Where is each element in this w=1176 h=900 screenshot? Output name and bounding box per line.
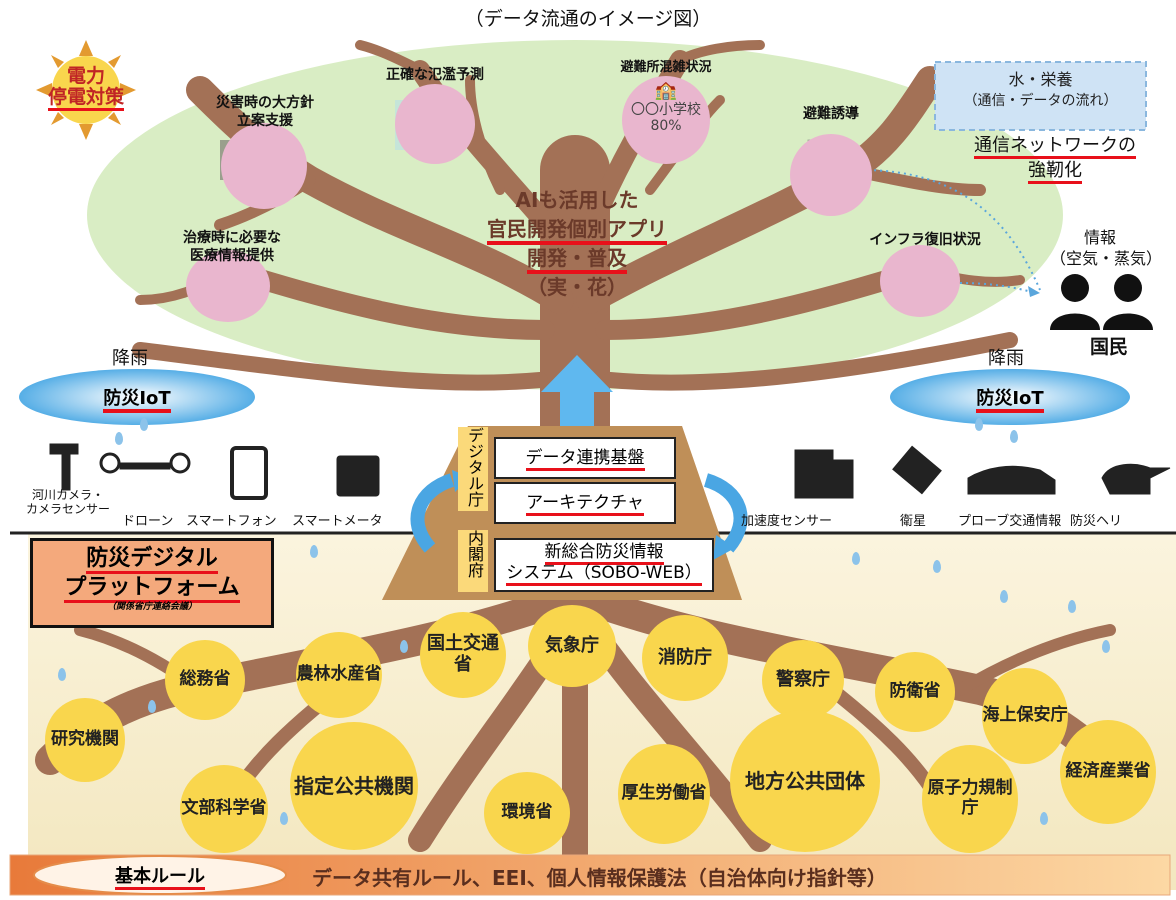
agency-nra: 原子力規制庁 bbox=[922, 745, 1018, 853]
disaster-policy-label: 災害時の大方針立案支援 bbox=[216, 95, 314, 130]
network-label: 通信ネットワークの 強靭化 bbox=[950, 133, 1160, 185]
power-label: 電力 停電対策 bbox=[46, 66, 126, 111]
raindrop bbox=[140, 418, 148, 431]
device-smartphone: スマートフォン bbox=[186, 514, 277, 529]
iot-label-left: 防災IoT bbox=[20, 384, 254, 413]
bubble-shelter-congestion bbox=[622, 76, 710, 164]
device-accelerometer: 加速度センサー bbox=[741, 514, 833, 529]
cabinet-office-tag: 内閣府 bbox=[458, 530, 488, 592]
water-box: 水・栄養 （通信・データの流れ） bbox=[963, 70, 1118, 109]
agency-mhlw: 厚生労働省 bbox=[618, 744, 710, 844]
agency-jcg: 海上保安庁 bbox=[982, 668, 1068, 764]
raindrop bbox=[115, 432, 123, 445]
agency-mic: 総務省 bbox=[165, 640, 245, 720]
raindrop bbox=[1068, 600, 1076, 613]
evacuation-guidance-label: 避難誘導 bbox=[803, 106, 859, 122]
raindrop bbox=[933, 560, 941, 573]
shelter-info: 🏫 〇〇小学校 80% bbox=[622, 80, 710, 135]
agency-jma: 気象庁 bbox=[528, 605, 616, 687]
agency-meti: 経済産業省 bbox=[1060, 720, 1156, 824]
medical-info-label: 治療時に必要な医療情報提供 bbox=[183, 230, 281, 265]
agency-mlit: 国土交通省 bbox=[420, 612, 506, 698]
flood-forecast-label: 正確な氾濫予測 bbox=[386, 67, 484, 83]
agency-designated-public: 指定公共機関 bbox=[290, 722, 418, 850]
device-river-camera: 河川カメラ・カメラセンサー bbox=[25, 488, 110, 517]
raindrop bbox=[148, 700, 156, 713]
device-smart-meter: スマートメータ bbox=[292, 514, 383, 529]
raindrop bbox=[1010, 430, 1018, 443]
raindrop bbox=[1102, 640, 1110, 653]
device-disaster-helicopter: 防災ヘリ bbox=[1070, 514, 1123, 529]
raindrop bbox=[975, 418, 983, 431]
raindrop bbox=[58, 668, 66, 681]
device-satellite: 衛星 bbox=[900, 514, 927, 529]
device-drone: ドローン bbox=[122, 514, 174, 529]
basic-rules-label: 基本ルール bbox=[40, 862, 280, 890]
school-icon: 🏫 bbox=[654, 80, 678, 101]
bubble-evacuation-guidance bbox=[790, 134, 872, 216]
agency-moe: 環境省 bbox=[484, 772, 570, 854]
raindrop bbox=[1000, 590, 1008, 603]
data-integration-platform: データ連携基盤 bbox=[494, 437, 676, 479]
rain-label-left: 降雨 bbox=[112, 348, 148, 369]
iot-label-right: 防災IoT bbox=[890, 384, 1130, 413]
bubble-disaster-policy bbox=[221, 123, 307, 209]
infra-recovery-label: インフラ復旧状況 bbox=[869, 232, 981, 248]
citizens-label: 国民 bbox=[1090, 336, 1129, 358]
agency-maff: 農林水産省 bbox=[296, 632, 382, 718]
raindrop bbox=[310, 545, 318, 558]
digital-agency-tag: デジタル庁 bbox=[458, 427, 488, 511]
raindrop bbox=[1040, 812, 1048, 825]
raindrop bbox=[852, 552, 860, 565]
shelter-congestion-label: 避難所混雑状況 bbox=[620, 60, 712, 75]
raindrop bbox=[400, 640, 408, 653]
raindrop bbox=[280, 812, 288, 825]
center-app-text: AIも活用した 官民開発個別アプリ 開発・普及 （実・花） bbox=[487, 188, 667, 299]
bubble-medical-info bbox=[186, 250, 270, 322]
info-label: 情報（空気・蒸気） bbox=[1050, 228, 1163, 268]
agency-local-government: 地方公共団体 bbox=[730, 710, 880, 852]
rain-label-right: 降雨 bbox=[988, 348, 1024, 369]
agency-mod: 防衛省 bbox=[875, 652, 955, 732]
agency-research: 研究機関 bbox=[45, 698, 125, 782]
basic-rules-text: データ共有ルール、EEI、個人情報保護法（自治体向け指針等） bbox=[312, 866, 887, 890]
agency-fdma: 消防庁 bbox=[642, 615, 728, 701]
diagram-title: （データ流通のイメージ図） bbox=[464, 8, 712, 30]
agency-npa: 警察庁 bbox=[762, 640, 844, 720]
bubble-flood-forecast bbox=[395, 84, 475, 164]
architecture-layer: アーキテクチャ bbox=[494, 482, 676, 524]
device-probe-traffic: プローブ交通情報 bbox=[958, 514, 1062, 529]
bubble-infra-recovery bbox=[880, 245, 960, 317]
disaster-digital-platform: 防災デジタル プラットフォーム （関係省庁連絡会議） bbox=[30, 538, 274, 628]
agency-mext: 文部科学省 bbox=[180, 765, 268, 853]
sobo-web-system: 新総合防災情報 システム（SOBO-WEB） bbox=[494, 538, 714, 592]
